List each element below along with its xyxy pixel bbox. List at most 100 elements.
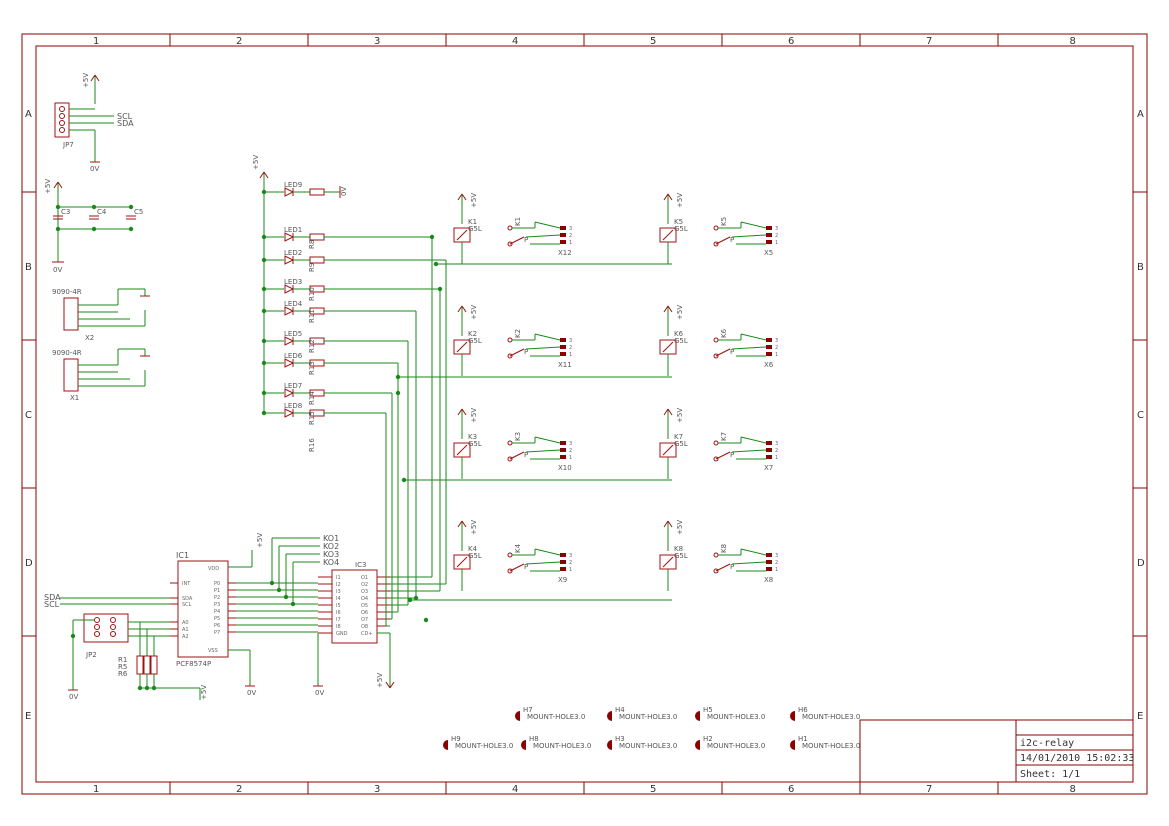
led-ref: LED3 bbox=[284, 278, 302, 286]
frame-col-top: 8 bbox=[1070, 36, 1076, 47]
terminal-pad bbox=[766, 345, 772, 349]
resistor-symbol bbox=[309, 233, 325, 241]
frame-col-top: 5 bbox=[650, 36, 656, 47]
led-ref: LED7 bbox=[284, 382, 302, 390]
terminal-pad bbox=[560, 345, 566, 349]
terminal-num: 3 bbox=[775, 226, 778, 232]
ic1-pin-name: P1 bbox=[214, 588, 220, 594]
led-symbol bbox=[284, 358, 295, 368]
arrow bbox=[663, 408, 669, 416]
ic3-out: O5 bbox=[361, 603, 368, 609]
mount-hole-label: MOUNT-HOLE3.0 bbox=[619, 742, 677, 750]
ic1-pin-name: A0 bbox=[182, 620, 189, 626]
junction-dot bbox=[261, 308, 267, 314]
relay-type: G5L bbox=[674, 440, 688, 448]
contact-pin bbox=[507, 241, 513, 247]
arrow bbox=[667, 408, 673, 416]
ic3-out: O3 bbox=[361, 589, 368, 595]
frame-col-bottom: 7 bbox=[926, 784, 932, 795]
ic3-in: I8 bbox=[336, 624, 341, 630]
jp7-scl-label: SCL bbox=[117, 112, 133, 121]
contact-wire bbox=[740, 221, 767, 229]
mount-hole-ref: H2 bbox=[703, 735, 713, 743]
resistor-ref: R11 bbox=[308, 309, 316, 323]
jp7-vcc-label: +5V bbox=[82, 73, 90, 88]
vcc-label: +5V bbox=[252, 155, 260, 170]
arrow bbox=[663, 193, 669, 201]
ic1-vss: VSS bbox=[208, 648, 218, 654]
relay-ref: K5 bbox=[674, 218, 683, 226]
pullup-ref: R1 bbox=[118, 656, 127, 664]
contact-wire bbox=[740, 548, 767, 556]
ko-label: KO2 bbox=[323, 542, 339, 551]
jp7-gnd-label: 0V bbox=[90, 165, 99, 173]
relay-coil-mark bbox=[662, 556, 674, 568]
led-ref: LED2 bbox=[284, 249, 302, 257]
relay-type: G5L bbox=[468, 337, 482, 345]
relay-coil-mark bbox=[456, 444, 468, 456]
junction-dot bbox=[261, 338, 267, 344]
led-symbol bbox=[284, 306, 295, 316]
arrow bbox=[461, 520, 467, 528]
relay-ref: K6 bbox=[674, 330, 684, 338]
resistor-ref: R9 bbox=[308, 263, 316, 272]
relay-type: G5L bbox=[674, 225, 688, 233]
contact-ref: K2 bbox=[514, 329, 522, 338]
jp7-ref: JP7 bbox=[62, 141, 74, 149]
junction-dot bbox=[423, 617, 429, 623]
junction-dot bbox=[433, 261, 439, 267]
mount-hole-label: MOUNT-HOLE3.0 bbox=[802, 742, 860, 750]
jp7-connector: +5V SCL SDA JP7 0V bbox=[54, 73, 134, 173]
resistor-ref: R16 bbox=[308, 438, 316, 452]
contact-ref: K3 bbox=[514, 432, 522, 441]
frame-col-bottom: 2 bbox=[236, 784, 242, 795]
mount-hole-ref: H6 bbox=[798, 706, 808, 714]
frame-col-top: 2 bbox=[236, 36, 242, 47]
arrow bbox=[457, 193, 463, 201]
resistor-ref: R8 bbox=[308, 240, 316, 249]
contact-wire bbox=[534, 548, 561, 556]
relay-type: G5L bbox=[468, 225, 482, 233]
ic1-pin-name: P0 bbox=[214, 581, 220, 587]
gnd-label: 0V bbox=[340, 187, 348, 196]
terminal-pad bbox=[560, 226, 566, 230]
led-symbol bbox=[284, 187, 295, 197]
terminal-num: 2 bbox=[775, 233, 778, 239]
terminal-pad bbox=[766, 441, 772, 445]
terminal-num: 3 bbox=[775, 553, 778, 559]
contact-wire bbox=[525, 561, 561, 565]
contact-p: P bbox=[730, 236, 734, 244]
junction-dot bbox=[283, 594, 289, 600]
ic3-in: I6 bbox=[336, 610, 341, 616]
contact-pin bbox=[507, 440, 513, 446]
ic1-pin-name: P3 bbox=[214, 602, 220, 608]
relay-vcc-label: +5V bbox=[676, 520, 684, 535]
ic3-in: I7 bbox=[336, 617, 341, 623]
terminal-pad bbox=[766, 455, 772, 459]
ic1-pin-name: P7 bbox=[214, 630, 220, 636]
contact-wire bbox=[731, 234, 767, 238]
terminal-num: 3 bbox=[569, 226, 572, 232]
resistor-symbol bbox=[309, 256, 325, 264]
arrow bbox=[461, 408, 467, 416]
resistor-ref: R10 bbox=[308, 287, 316, 301]
contact-wire bbox=[534, 333, 561, 341]
arrow bbox=[667, 520, 673, 528]
ko-label: KO3 bbox=[323, 550, 339, 559]
junction-dot bbox=[91, 226, 97, 232]
ic1-gnd-label: 0V bbox=[247, 689, 256, 697]
contact-p: P bbox=[730, 451, 734, 459]
ic3-out: CD+ bbox=[361, 631, 373, 637]
ic3-out: O2 bbox=[361, 582, 368, 588]
contact-wire bbox=[740, 436, 767, 444]
contact-p: P bbox=[730, 563, 734, 571]
frame-row-left: D bbox=[25, 558, 33, 569]
contact-wire bbox=[534, 436, 561, 444]
jp2-connector: JP2 0V bbox=[68, 613, 170, 701]
terminal-pad bbox=[560, 455, 566, 459]
contact-pin bbox=[713, 337, 719, 343]
junction-dot bbox=[261, 360, 267, 366]
terminal-num: 1 bbox=[569, 352, 572, 358]
